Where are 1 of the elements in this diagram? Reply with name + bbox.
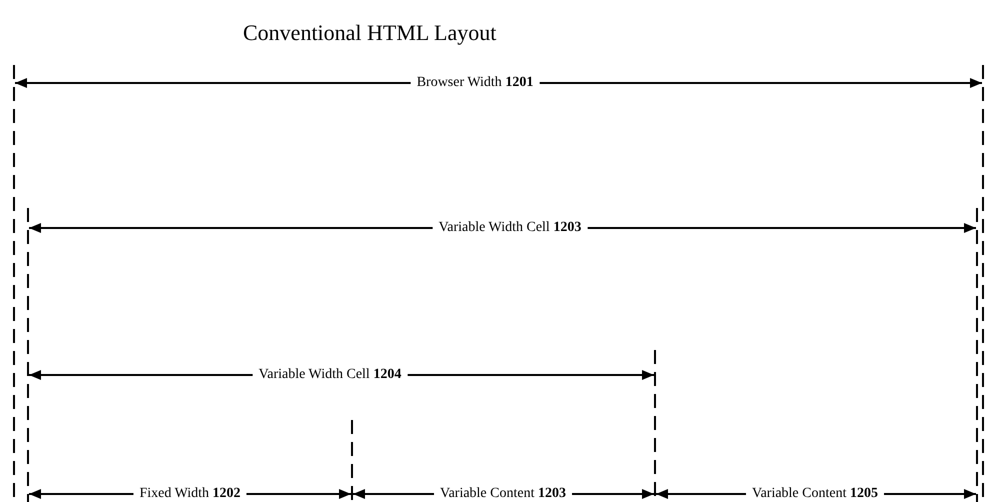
diagram-title: Conventional HTML Layout [243,20,496,46]
